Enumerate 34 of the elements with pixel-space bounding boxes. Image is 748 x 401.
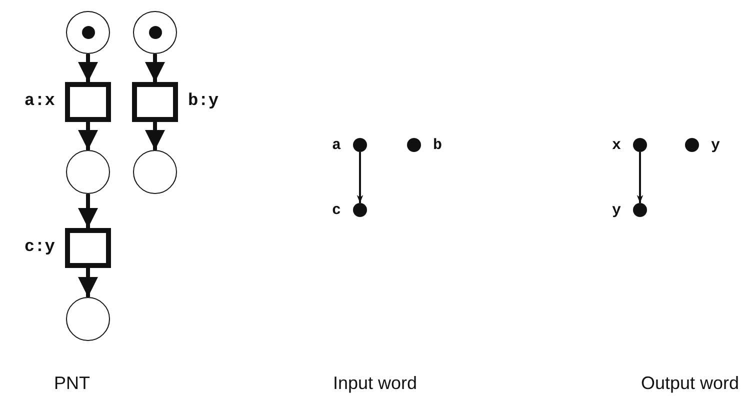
- place-circle: [66, 297, 110, 341]
- graph-vertex: [353, 138, 367, 152]
- arrow: [356, 152, 364, 203]
- panel-caption: PNT: [54, 374, 90, 392]
- place-circle: [133, 150, 177, 194]
- graph-vertex: [633, 203, 647, 217]
- arrow: [78, 268, 98, 297]
- graph-vertex: [685, 138, 699, 152]
- arrow: [78, 54, 98, 82]
- arrow: [145, 122, 165, 150]
- node-label: x: [612, 138, 621, 153]
- node-label: a: [332, 138, 341, 153]
- arrow: [78, 194, 98, 228]
- panel-caption: Output word: [640, 374, 740, 392]
- place-circle: [66, 150, 110, 194]
- graph-vertex: [353, 203, 367, 217]
- place-circle: [133, 11, 177, 54]
- node-label: b:y: [188, 93, 219, 110]
- node-label: c: [332, 203, 341, 218]
- node-label: c:y: [24, 239, 55, 256]
- node-label: b: [433, 138, 442, 153]
- transition-box: [65, 228, 111, 268]
- arrow: [636, 152, 644, 203]
- node-label: a:x: [24, 93, 55, 110]
- panel-caption: Input word: [332, 374, 418, 392]
- place-circle: [66, 11, 110, 54]
- transition-box: [65, 82, 111, 122]
- node-label: y: [612, 203, 621, 218]
- graph-vertex: [633, 138, 647, 152]
- transition-box: [132, 82, 178, 122]
- arrow: [78, 122, 98, 150]
- arrow: [145, 54, 165, 82]
- graph-vertex: [407, 138, 421, 152]
- node-label: y: [711, 138, 720, 153]
